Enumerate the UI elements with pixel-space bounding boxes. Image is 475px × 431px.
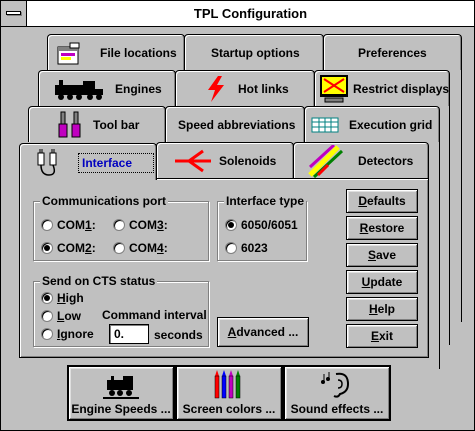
engine-speeds-icon [103,376,139,399]
tab-label: Detectors [358,153,414,168]
group-legend: Communications port [40,194,169,208]
system-menu-button[interactable] [1,1,27,26]
tab-speed-abbreviations[interactable]: Speed abbreviations [165,106,305,142]
interface-type-group: Interface type [217,194,307,261]
ear-icon [321,372,350,398]
screen-colors-button[interactable]: Screen colors ... [175,365,283,421]
radio-indicator [225,242,237,254]
communications-port-group: Communications port [33,194,209,261]
radio-indicator [41,242,53,254]
lightning-icon [208,76,224,102]
interface-6050-radio[interactable]: 6050/6051 [225,218,298,232]
group-legend: Send on CTS status [40,274,158,288]
tab-tool-bar[interactable]: Tool bar [28,106,166,142]
solenoid-icon [175,149,211,173]
tab-startup-options[interactable]: Startup options [184,34,324,70]
tab-label: Preferences [358,45,427,60]
engine-speeds-button[interactable]: Engine Speeds ... [67,365,175,421]
radio-indicator [113,242,125,254]
folder-icon [57,42,80,65]
tab-label: Startup options [211,45,300,60]
tab-detectors[interactable]: Detectors [293,142,429,179]
radio-indicator [41,328,53,340]
cts-status-group: Send on CTS status [33,274,209,347]
radio-indicator [41,219,53,231]
radio-indicator [113,219,125,231]
tab-label: Speed abbreviations [178,117,296,132]
interface-icon [37,149,57,176]
tab-label: Solenoids [219,153,277,168]
tab-restrict-displays[interactable]: Restrict displays [314,70,450,106]
tab-file-locations[interactable]: File locations [47,34,185,70]
locomotive-icon [55,80,103,100]
tab-label: Tool bar [93,117,140,132]
radio-indicator [41,292,53,304]
focus-rectangle [78,153,154,173]
interface-6023-radio[interactable]: 6023 [225,241,268,255]
command-interval-input[interactable]: 0. [109,324,149,344]
radio-indicator [225,219,237,231]
title-bar: TPL Configuration [1,1,474,27]
tab-preferences[interactable]: Preferences [323,34,462,70]
tab-solenoids[interactable]: Solenoids [156,142,294,178]
radio-indicator [41,310,53,322]
tools-icon [58,111,81,138]
tab-label: File locations [100,45,177,60]
grid-icon [311,117,339,133]
window-title: TPL Configuration [193,6,308,21]
button-label: Engine Speeds ... [71,402,171,416]
sound-effects-button[interactable]: Sound effects ... [283,365,391,421]
tab-label: Engines [115,81,162,96]
crayons-icon [214,370,241,399]
monitor-icon [320,75,348,103]
tab-hot-links[interactable]: Hot links [175,70,315,106]
tab-label: Execution grid [349,117,433,132]
tab-label: Hot links [238,81,289,96]
tab-label: Interface [82,156,133,170]
tab-execution-grid[interactable]: Execution grid [304,106,440,142]
seconds-label: seconds [154,328,203,342]
button-label: Screen colors ... [182,402,276,416]
command-interval-label: Command interval [102,308,207,322]
group-legend: Interface type [224,194,307,208]
button-label: Sound effects ... [290,402,384,416]
detector-icon [308,145,344,179]
tab-label: Restrict displays [353,81,450,96]
tab-interface[interactable]: Interface [19,143,157,180]
tab-engines[interactable]: Engines [38,70,176,106]
